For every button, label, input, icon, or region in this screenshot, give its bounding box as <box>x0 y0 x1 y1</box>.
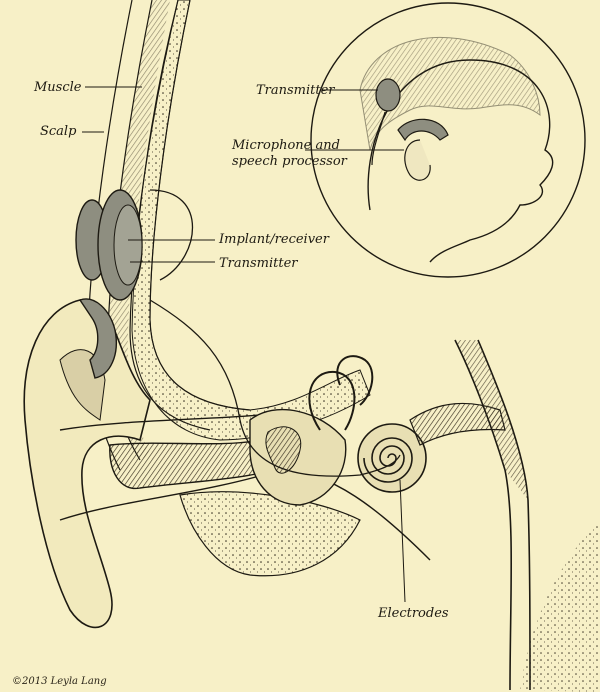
leader-lines <box>82 86 406 603</box>
label-microphone-line1: Microphone and <box>232 138 340 153</box>
eustachian-tube <box>454 339 513 691</box>
label-implant-receiver: Implant/receiver <box>219 232 329 247</box>
inset-circle <box>305 2 586 278</box>
electrode-wire-outer <box>149 189 194 281</box>
label-microphone-line2: speech processor <box>232 154 347 169</box>
child-hair <box>359 36 541 151</box>
neck-stipple <box>520 520 600 692</box>
temporal-bone-lower <box>179 491 361 577</box>
label-muscle: Muscle <box>34 80 82 95</box>
canal-upper <box>59 414 261 431</box>
electrode-wire <box>149 299 401 477</box>
label-transmitter-inset: Transmitter <box>256 83 335 98</box>
pharynx-fill <box>455 340 528 500</box>
artist-credit: ©2013 Leyla Lang <box>12 676 107 687</box>
label-scalp: Scalp <box>40 124 77 139</box>
muscle-band <box>107 0 170 460</box>
label-transmitter: Transmitter <box>219 256 298 271</box>
implant-receiver <box>75 189 143 301</box>
outer-ear <box>23 298 151 629</box>
inset-processor <box>397 118 449 142</box>
inset-transmitter <box>375 78 401 112</box>
speech-processor <box>78 298 117 379</box>
label-electrodes: Electrodes <box>378 606 449 621</box>
semicircular-canals <box>308 355 374 431</box>
